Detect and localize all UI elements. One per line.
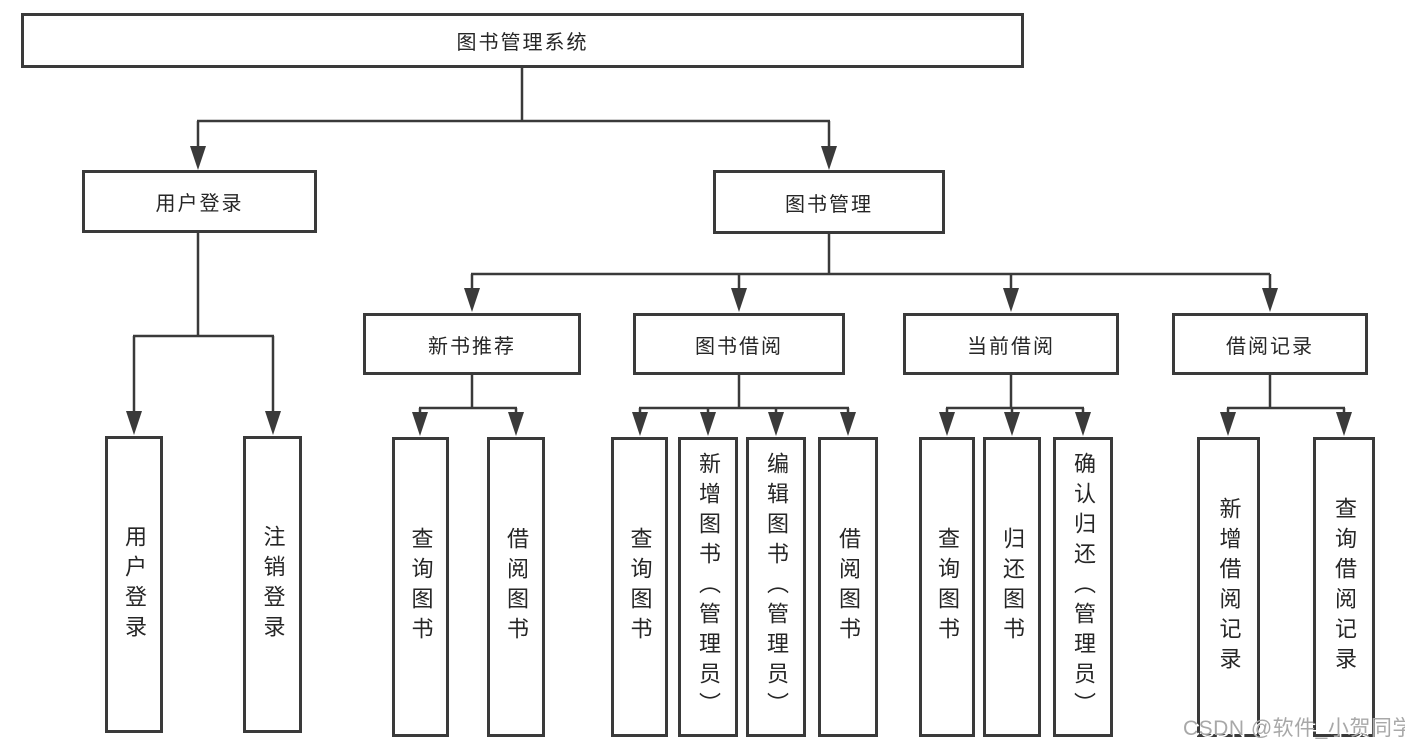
node-borrow-records-label: 借阅记录 bbox=[1226, 335, 1314, 358]
node-book-management-label: 图书管理 bbox=[785, 193, 873, 216]
node-root-system: 图书管理系统 bbox=[21, 13, 1024, 68]
leaf-nb-borrow-books-label: 借阅图书 bbox=[504, 527, 529, 647]
csdn-watermark: CSDN @软件_小贺同学 bbox=[1183, 717, 1405, 740]
leaf-user-login-label: 用户登录 bbox=[122, 524, 147, 645]
node-new-book-recommend: 新书推荐 bbox=[363, 313, 581, 375]
leaf-user-login: 用户登录 bbox=[105, 436, 163, 733]
leaf-nb-borrow-books: 借阅图书 bbox=[487, 437, 545, 737]
leaf-nb-query-books-label: 查询图书 bbox=[408, 527, 434, 647]
node-book-borrow-label: 图书借阅 bbox=[695, 335, 783, 358]
leaf-logout-label: 注销登录 bbox=[260, 524, 286, 645]
leaf-br-add-record-label: 新增借阅记录 bbox=[1216, 497, 1242, 677]
node-book-management: 图书管理 bbox=[713, 170, 945, 234]
leaf-bb-query-books-label: 查询图书 bbox=[627, 527, 653, 647]
node-current-borrow: 当前借阅 bbox=[903, 313, 1119, 375]
leaf-logout: 注销登录 bbox=[243, 436, 302, 733]
leaf-cb-query-books: 查询图书 bbox=[919, 437, 975, 737]
leaf-bb-borrow-books-label: 借阅图书 bbox=[836, 527, 861, 647]
leaf-br-query-record: 查询借阅记录 bbox=[1313, 437, 1375, 737]
node-current-borrow-label: 当前借阅 bbox=[967, 335, 1055, 358]
node-new-book-recommend-label: 新书推荐 bbox=[428, 335, 516, 358]
leaf-bb-add-books-admin: 新增图书（管理员） bbox=[678, 437, 738, 737]
leaf-cb-return-books: 归还图书 bbox=[983, 437, 1041, 737]
node-book-borrow: 图书借阅 bbox=[633, 313, 845, 375]
leaf-cb-confirm-return-admin: 确认归还（管理员） bbox=[1053, 437, 1113, 737]
leaf-br-add-record: 新增借阅记录 bbox=[1197, 437, 1260, 737]
node-user-login-label: 用户登录 bbox=[155, 193, 244, 215]
node-borrow-records: 借阅记录 bbox=[1172, 313, 1368, 375]
leaf-bb-query-books: 查询图书 bbox=[611, 437, 668, 737]
leaf-bb-add-books-admin-label: 新增图书（管理员） bbox=[696, 452, 721, 722]
leaf-cb-query-books-label: 查询图书 bbox=[935, 527, 960, 647]
leaf-bb-edit-books-admin: 编辑图书（管理员） bbox=[746, 437, 806, 737]
leaf-br-query-record-label: 查询借阅记录 bbox=[1332, 497, 1357, 677]
leaf-cb-confirm-return-admin-label: 确认归还（管理员） bbox=[1071, 452, 1096, 722]
leaf-cb-return-books-label: 归还图书 bbox=[1000, 527, 1025, 647]
leaf-bb-borrow-books: 借阅图书 bbox=[818, 437, 878, 737]
node-root-system-label: 图书管理系统 bbox=[456, 32, 589, 54]
leaf-bb-edit-books-admin-label: 编辑图书（管理员） bbox=[764, 452, 789, 722]
leaf-nb-query-books: 查询图书 bbox=[392, 437, 449, 737]
node-user-login: 用户登录 bbox=[82, 170, 317, 233]
